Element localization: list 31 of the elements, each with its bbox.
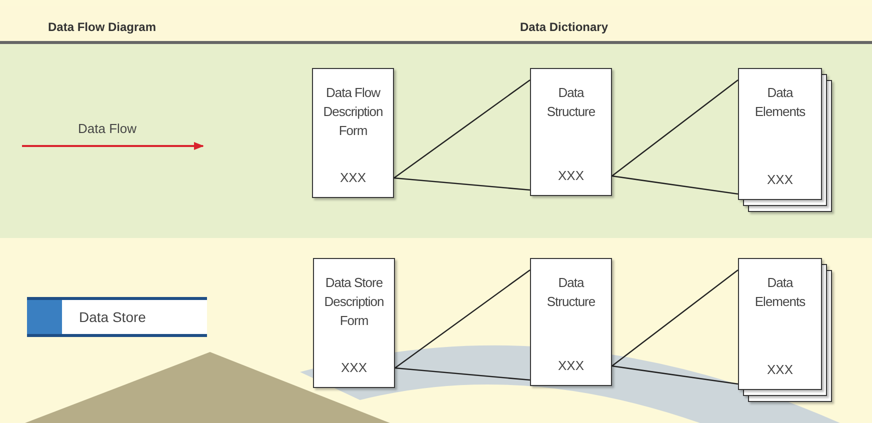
document-title: Data Structure (546, 274, 596, 311)
document-page (530, 68, 612, 196)
document-title: Data Structure (546, 84, 596, 121)
data-store-symbol (27, 297, 207, 337)
placeholder-text: XXX (338, 170, 367, 185)
expansion-line (394, 79, 530, 179)
expansion-line (394, 177, 530, 191)
placeholder-text: XXX (556, 168, 585, 183)
placeholder-text: XXX (766, 172, 794, 187)
data-store-label: Data Store (79, 309, 146, 325)
stacked-document-pages (738, 258, 834, 404)
placeholder-text: XXX (766, 362, 794, 377)
expansion-line (612, 175, 738, 195)
document-title: Data Elements (754, 84, 806, 121)
document-page (530, 258, 612, 386)
document-title: Data Elements (754, 274, 806, 311)
placeholder-text: XXX (556, 358, 585, 373)
column-header: Data Dictionary (520, 20, 608, 34)
symbol-label: Data Flow (78, 121, 137, 136)
expansion-line (394, 367, 530, 381)
document-page (312, 68, 394, 198)
document-title: Data Store Description Form (323, 274, 385, 330)
expansion-line (394, 269, 530, 369)
expansion-line (612, 269, 738, 367)
stacked-document-pages (738, 68, 834, 214)
document-page (313, 258, 395, 388)
expansion-line (612, 79, 738, 177)
column-header: Data Flow Diagram (48, 20, 156, 34)
placeholder-text: XXX (340, 360, 368, 375)
expansion-line (612, 365, 738, 385)
document-title: Data Flow Description Form (322, 84, 384, 140)
